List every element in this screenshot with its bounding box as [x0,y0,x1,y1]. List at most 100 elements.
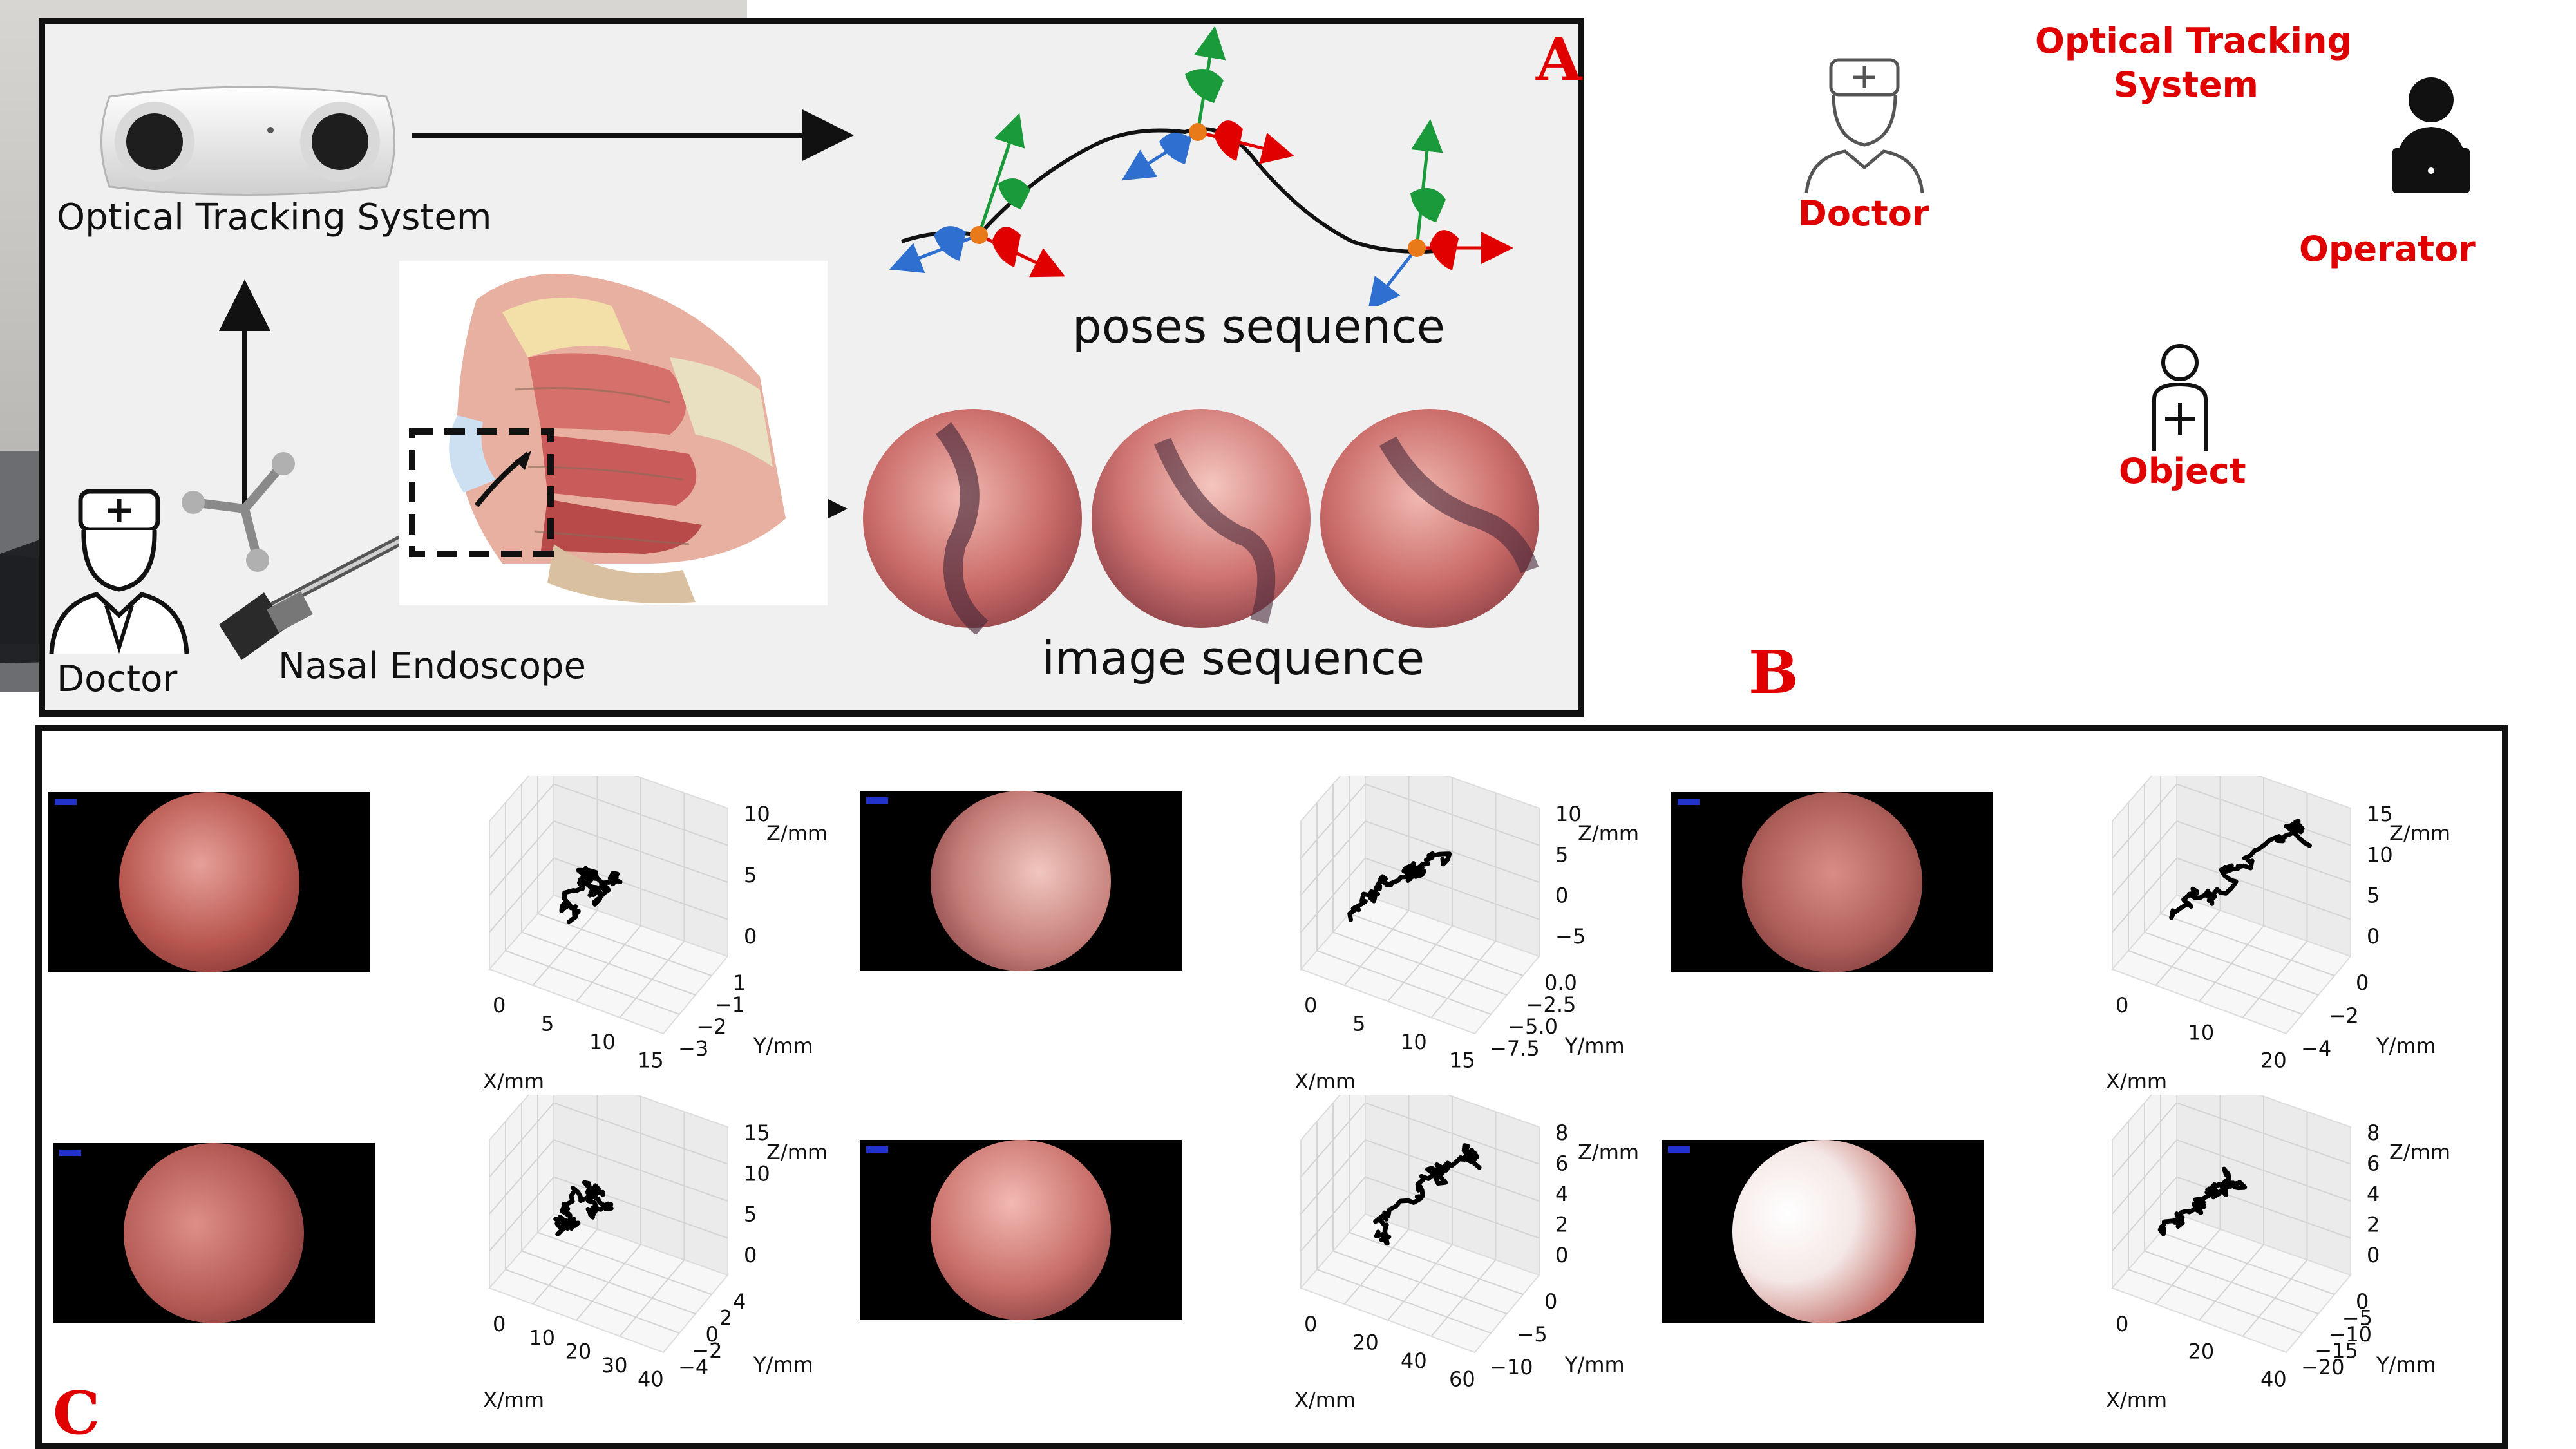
y-axis-label: Y/mm [2376,1034,2436,1058]
y-tick-label: 0 [2356,1289,2369,1314]
y-tick-label: −2 [696,1014,726,1039]
panel-c-letter: C [53,1378,100,1448]
trajectory-line [559,866,623,925]
endoscope-frame-3 [1671,792,1993,972]
x-axis-label: X/mm [1294,1388,1356,1410]
x-axis-label: X/mm [483,1069,544,1092]
x-axis-label: X/mm [483,1388,544,1410]
x-tick-label: 20 [1352,1330,1379,1354]
x-axis-label: X/mm [1294,1069,1356,1092]
frame-tag [866,1146,888,1153]
x-tick-label: 10 [529,1325,555,1350]
trajectory-line [1347,851,1452,922]
x-axis-label: X/mm [2106,1388,2167,1410]
image-sequence [863,409,1539,634]
frame-tag [866,797,888,804]
photo-operator-label: Operator [2299,229,2476,269]
trajectory-line [2157,1166,2248,1236]
x-tick-label: 0 [2116,1312,2128,1336]
trajectory-line [2169,819,2312,920]
z-tick-label: 0 [2367,924,2380,949]
z-axis-label: Z/mm [766,821,828,846]
x-tick-label: 0 [1304,1312,1317,1336]
y-tick-label: 0 [1544,1289,1557,1314]
z-tick-label: 10 [744,802,770,826]
z-tick-label: 5 [1555,842,1568,867]
z-axis-label: Z/mm [2389,1140,2450,1164]
y-tick-label: 0 [2356,971,2369,995]
y-axis-label: Y/mm [1564,1034,1625,1058]
y-tick-label: −2.5 [1526,992,1577,1017]
z-tick-label: 5 [2367,884,2380,908]
z-tick-label: 15 [744,1121,770,1145]
y-axis-label: Y/mm [1564,1352,1625,1377]
image-frame-2 [1092,409,1311,628]
x-tick-label: 0 [493,993,506,1018]
poses-sequence-label: poses sequence [1072,299,1445,354]
endoscope-label: Nasal Endoscope [278,645,586,687]
z-tick-label: 0 [744,1243,757,1267]
z-tick-label: 0 [1555,1243,1568,1267]
pose-frame-2 [1121,26,1294,181]
x-tick-label: 30 [601,1353,628,1378]
z-tick-label: 5 [744,1202,757,1227]
x-tick-label: 15 [638,1048,664,1072]
y-tick-label: −10 [2329,1322,2372,1347]
y-axis-label: Y/mm [2376,1352,2436,1377]
x-tick-label: 10 [1401,1030,1427,1054]
panel-c [35,724,2508,1449]
z-tick-label: 4 [1555,1182,1568,1206]
trajectory-line [553,1180,614,1236]
y-tick-label: −15 [2315,1339,2358,1363]
y-tick-label: 2 [719,1306,732,1331]
x-tick-label: 20 [2188,1340,2215,1364]
y-tick-label: −4 [2301,1036,2331,1061]
z-tick-label: 0 [744,924,757,949]
y-tick-label: 0.0 [1544,971,1577,995]
y-axis-label: Y/mm [753,1352,813,1377]
y-tick-label: −5.0 [1508,1014,1558,1039]
z-tick-label: 2 [2367,1213,2380,1237]
tracker-label: Optical Tracking System [57,196,492,238]
x-tick-label: 0 [2116,993,2128,1018]
x-tick-label: 60 [1449,1367,1475,1391]
endoscope-frame-6 [1662,1140,1984,1323]
z-tick-label: 8 [2367,1121,2380,1145]
endoscope-frame-4 [53,1143,375,1323]
endoscope-frame-5 [860,1140,1182,1320]
y-tick-label: −2 [2329,1003,2359,1028]
operator-overlay-icon [2383,68,2479,213]
z-axis-label: Z/mm [1578,1140,1639,1164]
y-tick-label: −20 [2301,1355,2345,1379]
y-tick-label: −2 [692,1339,722,1363]
photo-doctor-label: Doctor [1798,193,1929,234]
x-tick-label: 20 [565,1340,592,1364]
z-tick-label: 10 [2367,842,2393,867]
frame-tag [1678,799,1700,805]
image-sequence-label: image sequence [1042,631,1425,685]
z-tick-label: 6 [2367,1151,2380,1176]
z-tick-label: −5 [1555,924,1586,949]
x-tick-label: 0 [493,1312,506,1336]
z-axis-label: Z/mm [766,1140,828,1164]
frame-tag [59,1150,81,1156]
x-tick-label: 15 [1449,1048,1475,1072]
endoscope-frame-2 [860,791,1182,971]
x-tick-label: 40 [2260,1367,2287,1391]
y-tick-label: −1 [715,992,745,1017]
pose-frame-3 [1367,119,1513,306]
poses-sequence-diagram [889,26,1513,306]
x-tick-label: 40 [1401,1349,1427,1373]
x-tick-label: 10 [589,1030,616,1054]
x-tick-label: 20 [2260,1048,2287,1072]
image-frame-3 [1320,409,1539,628]
object-overlay-icon [2132,338,2228,454]
z-tick-label: 15 [2367,802,2393,826]
y-tick-label: −3 [678,1036,708,1061]
pose-frame-1 [889,113,1066,278]
x-tick-label: 10 [2188,1021,2215,1045]
